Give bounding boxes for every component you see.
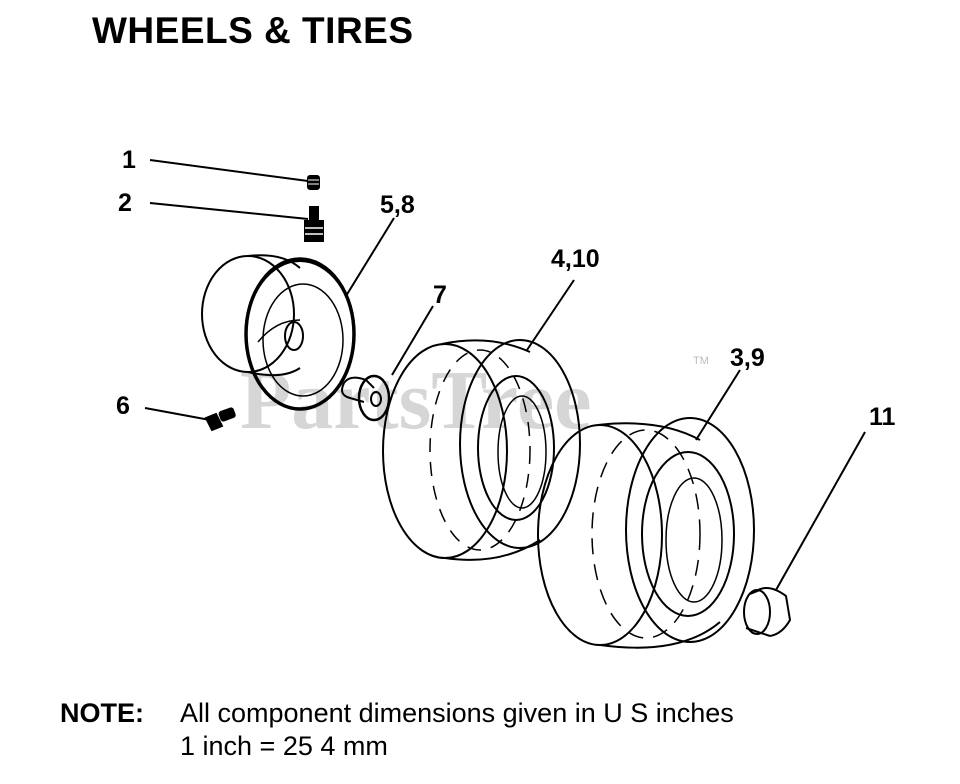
part-valve-cap[interactable] <box>307 175 320 190</box>
callout-labels: 1 2 5,8 7 4,10 3,9 6 11 <box>116 146 896 431</box>
leader-line-11 <box>775 431 866 591</box>
watermark-logo-text: PartsTree <box>240 354 591 447</box>
part-valve-stem[interactable] <box>304 206 324 242</box>
callout-1: 1 <box>122 146 136 174</box>
leader-line-4-10 <box>526 279 575 351</box>
note-units-text: All component dimensions given in U S in… <box>180 698 734 728</box>
note-label: NOTE: <box>60 698 144 728</box>
leader-line-3-9 <box>695 369 741 441</box>
page-title: WHEELS & TIRES <box>92 10 414 51</box>
callout-6: 6 <box>116 392 130 420</box>
callout-11: 11 <box>869 403 896 431</box>
dimension-note: NOTE: All component dimensions given in U… <box>60 697 734 763</box>
callout-5-8: 5,8 <box>380 191 415 219</box>
leader-line-6 <box>144 407 211 421</box>
callout-4-10: 4,10 <box>551 245 600 273</box>
part-front-tire[interactable] <box>382 339 581 561</box>
callout-3-9: 3,9 <box>730 344 765 372</box>
part-flange-bushing[interactable] <box>341 374 391 422</box>
watermark-trademark: TM <box>693 355 709 367</box>
callout-2: 2 <box>118 189 132 217</box>
leader-line-2 <box>149 202 309 220</box>
watermark: PartsTree TM <box>240 354 709 447</box>
part-wheel-rim[interactable] <box>201 254 356 411</box>
note-line-1: NOTE: All component dimensions given in U… <box>60 697 734 730</box>
leader-line-1 <box>149 159 309 182</box>
leader-line-5-8 <box>345 217 395 297</box>
part-hub-cap[interactable] <box>743 587 792 637</box>
leader-lines <box>144 159 866 591</box>
note-conversion-text: 1 inch = 25 4 mm <box>180 731 388 761</box>
part-rear-tire[interactable] <box>537 417 755 649</box>
part-lug-bolt[interactable] <box>204 407 236 432</box>
callout-7: 7 <box>433 281 447 309</box>
leader-line-7 <box>391 305 434 376</box>
